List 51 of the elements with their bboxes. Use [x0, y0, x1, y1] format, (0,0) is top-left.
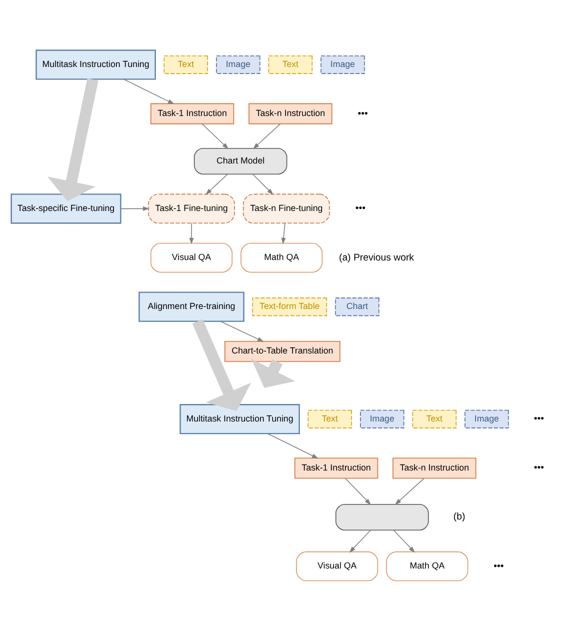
node-box: Image [360, 409, 404, 428]
node-box: Multitask Instruction Tuning [36, 49, 156, 80]
node-box: Text [164, 54, 208, 74]
label: ••• [494, 560, 504, 572]
node-box: Task-n Instruction [248, 102, 332, 124]
node-box: Image [216, 54, 260, 74]
arrow [47, 78, 98, 201]
label: ••• [358, 108, 368, 119]
arrow [281, 222, 286, 244]
label: (b) [453, 511, 466, 522]
arrow [123, 78, 174, 104]
node-box: Text [308, 409, 352, 428]
arrow [192, 318, 252, 410]
arrow [394, 477, 424, 504]
label: ••• [534, 462, 544, 474]
node-box: Visual QA [296, 550, 378, 581]
arrow [189, 222, 194, 244]
arrow [252, 122, 281, 149]
node-box: Alignment Pre-training [138, 291, 244, 322]
arrow [393, 529, 416, 552]
node-box: Task-n Instruction [392, 457, 476, 478]
arrow [206, 173, 228, 194]
node-box: Text-form Table [252, 297, 328, 316]
node-box: Task-1 Fine-tuning [148, 193, 235, 224]
node-box: Text [412, 409, 457, 428]
arrow [252, 173, 274, 194]
arrow [344, 477, 371, 504]
node-box: Visual QA [150, 242, 232, 272]
node-box: Task-n Fine-tuning [242, 193, 330, 224]
node-box: Image [320, 54, 365, 74]
node-box: Chart-to-Table Translation [224, 340, 340, 362]
node-box: Text [268, 54, 313, 74]
node-box: Chart Model [194, 147, 288, 174]
arrow [220, 320, 264, 342]
node-box: Math QA [386, 550, 468, 581]
label: ••• [534, 413, 544, 424]
arrow [267, 432, 318, 458]
node-box: Image [464, 409, 509, 428]
arrow [251, 358, 296, 388]
node-box: Task-specific Fine-tuning [10, 193, 122, 224]
node-box: Math QA [240, 242, 323, 272]
arrow [349, 529, 371, 552]
node-box [335, 503, 429, 530]
arrow [202, 122, 229, 149]
arrow [120, 206, 150, 210]
node-box: Multitask Instruction Tuning [180, 404, 300, 434]
label: ••• [355, 202, 366, 214]
node-box: Task-1 Instruction [150, 102, 234, 124]
node-box: Chart [335, 297, 380, 316]
node-box: Task-1 Instruction [294, 457, 378, 478]
label: (a) Previous work [338, 252, 414, 263]
